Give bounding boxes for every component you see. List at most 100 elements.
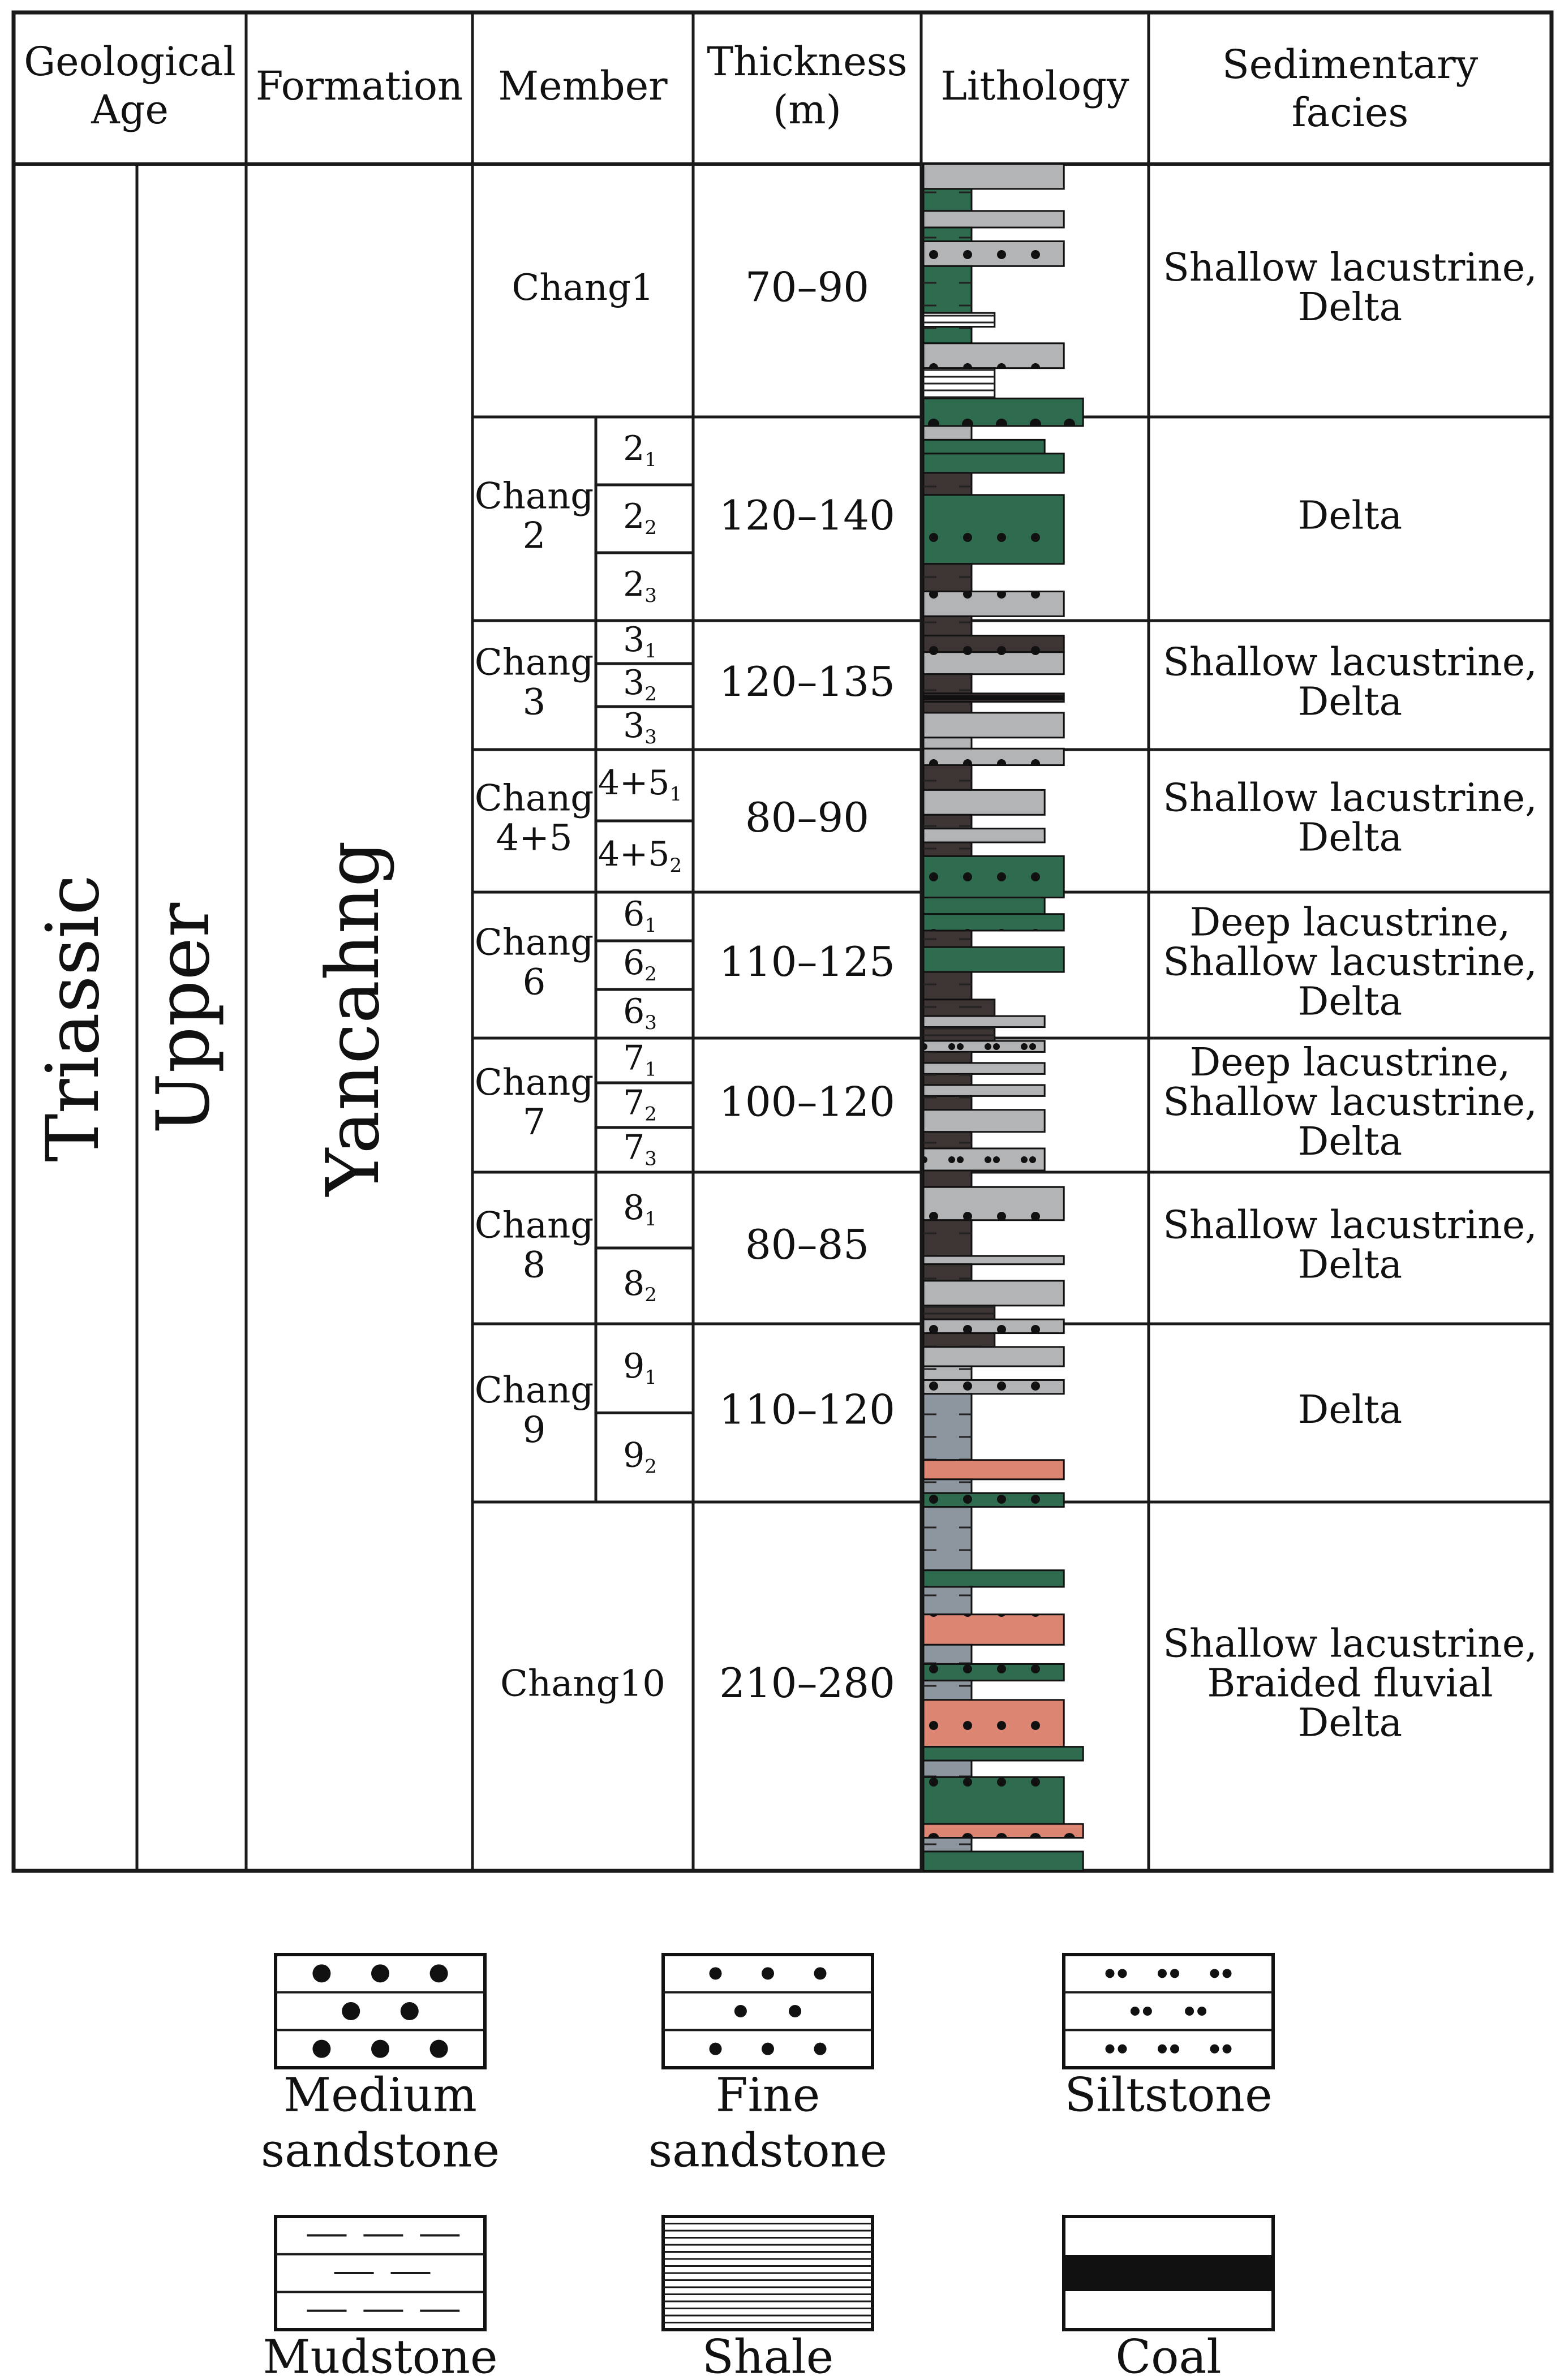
submember-subscript: 2 bbox=[644, 963, 657, 985]
layer-pattern bbox=[923, 897, 1045, 914]
layer-pattern bbox=[923, 1570, 1064, 1587]
submember-base: 8 bbox=[623, 1188, 644, 1228]
legend-label: Mudstone bbox=[263, 2331, 497, 2380]
layer-pattern bbox=[923, 591, 1064, 617]
layer-pattern bbox=[923, 1096, 972, 1110]
coal-band bbox=[923, 695, 1064, 700]
submember-label: 4+51 bbox=[598, 763, 682, 806]
lithology-layer-mud bbox=[922, 1263, 973, 1282]
layer-pattern bbox=[923, 1366, 972, 1380]
thickness-value: 120–135 bbox=[719, 658, 895, 705]
lithology-layer-mud bbox=[922, 226, 973, 242]
submember-label: 92 bbox=[623, 1435, 657, 1478]
lithology-layer-mud bbox=[922, 1169, 973, 1188]
facies-text: Shallow lacustrine, bbox=[1163, 1622, 1537, 1667]
submember-subscript: 3 bbox=[644, 1012, 657, 1034]
lithology-layer-medium bbox=[922, 397, 1084, 427]
submember-subscript: 2 bbox=[644, 1455, 657, 1478]
lithology-layer-fine bbox=[922, 1379, 1065, 1395]
lithology-layer-mud bbox=[922, 472, 973, 496]
legend-item-coal: Coal bbox=[1062, 2215, 1275, 2380]
lithology-layer-mud bbox=[922, 1586, 973, 1616]
facies-text: Braided fluvial bbox=[1207, 1662, 1493, 1706]
layer-pattern bbox=[923, 368, 995, 399]
lithology-layer-mud bbox=[922, 700, 973, 714]
lithology-layer-shale bbox=[922, 1305, 996, 1320]
dot bbox=[312, 1964, 331, 1983]
lithology-layer-mud bbox=[922, 1131, 973, 1150]
layer-pattern bbox=[923, 1109, 1045, 1132]
facies-text: Shallow lacustrine, bbox=[1163, 1080, 1537, 1125]
dot bbox=[1210, 1969, 1219, 1978]
layer-pattern bbox=[923, 1084, 1045, 1096]
layer-pattern bbox=[923, 930, 972, 948]
lithology-layer-mud bbox=[922, 1073, 973, 1086]
lithology-layer-mud bbox=[922, 188, 973, 212]
formation-label: Yancahng bbox=[311, 841, 396, 1197]
submember-subscript: 1 bbox=[644, 914, 657, 937]
dot bbox=[1170, 2044, 1179, 2054]
lithology-layer-mud bbox=[922, 929, 973, 948]
lithology-layer-fine bbox=[922, 1346, 1065, 1367]
lithology-layer-fine bbox=[922, 634, 1065, 653]
submember-base: 9 bbox=[623, 1435, 644, 1475]
member-number: 9 bbox=[523, 1409, 546, 1451]
member-number: 4+5 bbox=[496, 817, 572, 859]
swatch-frame bbox=[274, 2215, 487, 2331]
submember-base: 3 bbox=[623, 620, 644, 660]
layer-pattern bbox=[923, 1746, 1084, 1761]
member-number: 7 bbox=[523, 1101, 546, 1143]
layer-pattern bbox=[923, 1777, 1064, 1824]
submember-subscript: 2 bbox=[644, 517, 657, 539]
layer-pattern bbox=[923, 972, 972, 1000]
lithology-layer-medium bbox=[922, 1850, 1084, 1872]
layer-pattern bbox=[923, 701, 972, 713]
layer-pattern bbox=[923, 828, 1045, 843]
member-name: Chang bbox=[475, 476, 594, 518]
layer-pattern bbox=[923, 635, 1064, 652]
layer-pattern bbox=[923, 164, 1064, 189]
lithology-layer-fine bbox=[922, 1318, 1065, 1335]
facies-text: Deep lacustrine, bbox=[1190, 901, 1510, 945]
submember-base: 9 bbox=[623, 1346, 644, 1385]
submember-subscript: 1 bbox=[644, 1208, 657, 1230]
member-name: Chang bbox=[475, 1370, 594, 1411]
layer-pattern bbox=[923, 313, 995, 327]
lithology-layer-fine bbox=[922, 1280, 1065, 1307]
lithology-layer-fine bbox=[922, 240, 1065, 267]
member-number: 3 bbox=[523, 682, 546, 724]
layer-pattern bbox=[923, 1493, 1064, 1507]
lithology-layer-mud bbox=[922, 1506, 973, 1572]
lithology-layer-fine bbox=[922, 712, 1065, 739]
layer-pattern bbox=[923, 790, 1045, 815]
layer-pattern bbox=[923, 1305, 995, 1320]
layer-pattern bbox=[923, 227, 972, 242]
facies-text: Delta bbox=[1298, 285, 1402, 330]
submember-subscript: 3 bbox=[644, 726, 657, 748]
lithology-layer-fine bbox=[922, 651, 1065, 675]
facies-text: Deep lacustrine, bbox=[1190, 1040, 1510, 1085]
layer-pattern bbox=[923, 1680, 972, 1700]
facies-text: Shallow lacustrine, bbox=[1163, 640, 1537, 685]
dot bbox=[1170, 1969, 1179, 1978]
lithology-layer-fine bbox=[922, 1186, 1065, 1221]
legend-item-mud: Mudstone bbox=[263, 2215, 498, 2380]
series-label-upper: Upper bbox=[141, 902, 226, 1134]
lithology-layer-fine bbox=[922, 747, 1065, 767]
lithology-layer-mud bbox=[922, 1365, 973, 1381]
layer-pattern bbox=[923, 453, 1064, 473]
lithology-layer-mud bbox=[922, 764, 973, 791]
header-facies: facies bbox=[1292, 89, 1409, 136]
lithology-layer-mud bbox=[922, 326, 973, 345]
lithology-layer-mud bbox=[922, 265, 973, 314]
lithology-layer-silt bbox=[922, 1015, 1046, 1028]
lithology-layer-mud bbox=[922, 1332, 996, 1348]
dot bbox=[429, 1964, 448, 1983]
legend-label: sandstone bbox=[261, 2124, 500, 2178]
layer-pattern bbox=[923, 1319, 1064, 1333]
lithology-layer-mud bbox=[922, 1643, 973, 1665]
lithology-layer-mud bbox=[922, 999, 996, 1017]
